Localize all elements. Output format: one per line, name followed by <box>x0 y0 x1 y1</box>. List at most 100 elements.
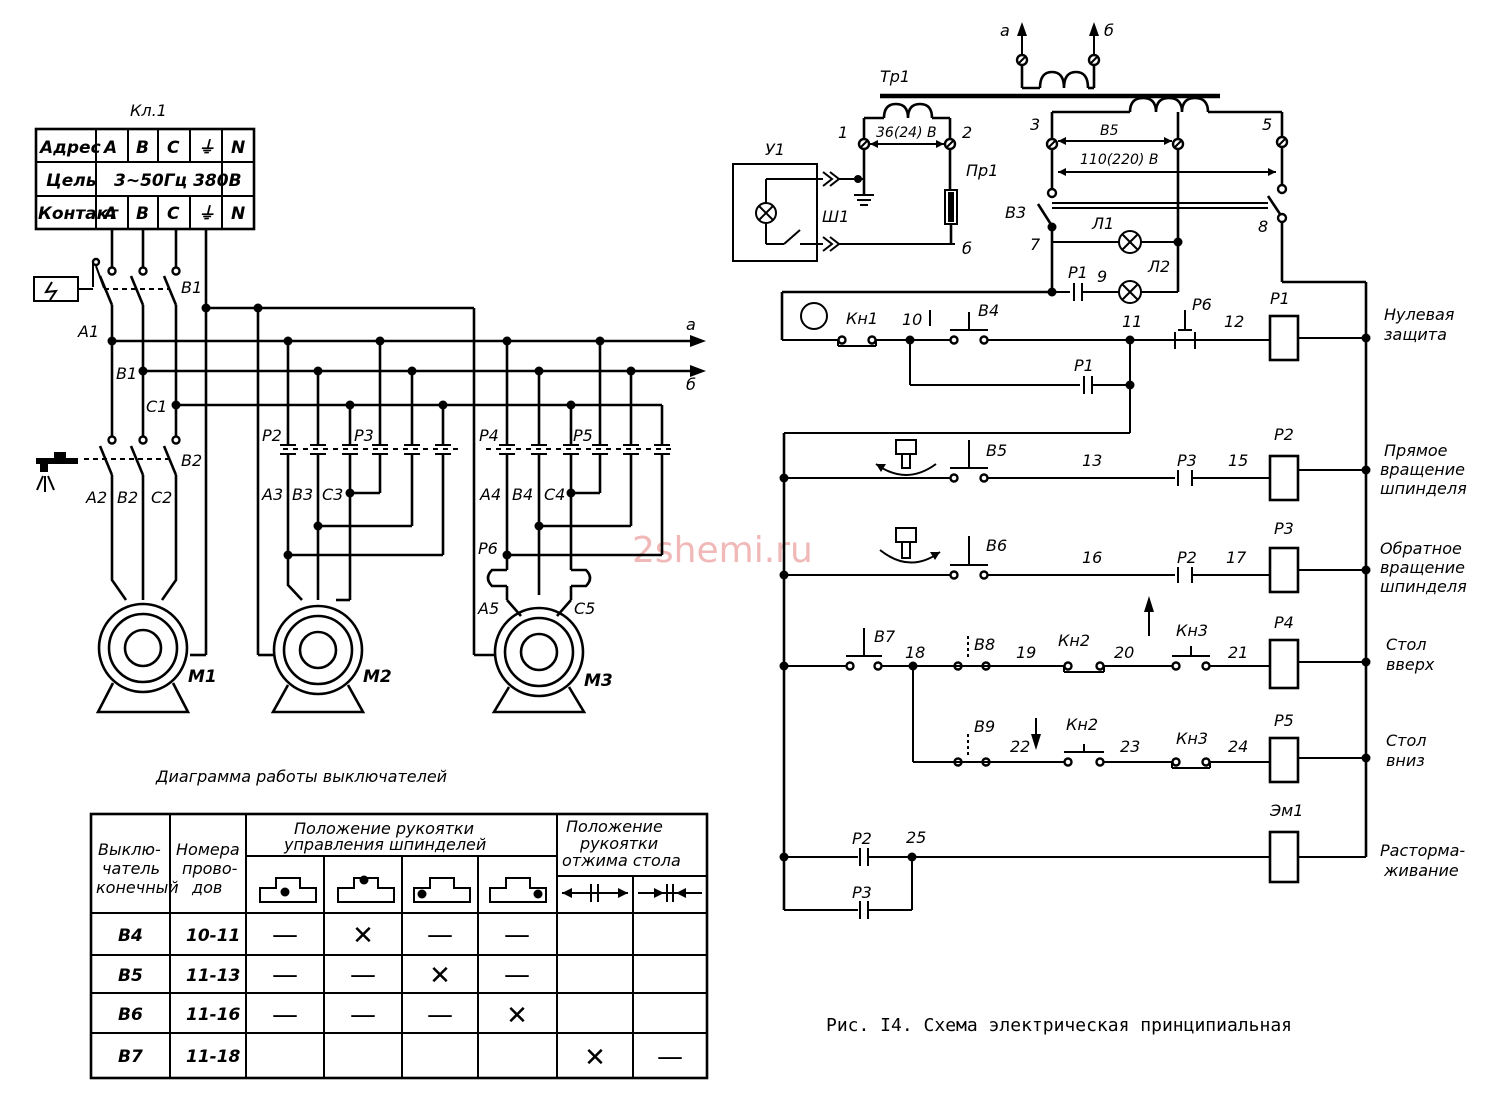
c3-label: С3 <box>322 485 343 504</box>
kn3-down-label: Кн3 <box>1176 729 1208 748</box>
b2-label: В2 <box>117 488 138 507</box>
mark-v5-1: — <box>272 960 298 990</box>
header-table-handle-2: рукоятки <box>579 834 658 853</box>
contact-ground: ⏚ <box>198 204 215 224</box>
node-10-label: 10 <box>902 310 922 329</box>
contact-c: C <box>167 204 180 224</box>
a4-label: А4 <box>479 485 501 504</box>
function-release-2: живание <box>1383 861 1459 880</box>
mark-v5-2: — <box>350 960 376 990</box>
a1-label: А1 <box>77 322 99 341</box>
p5-coil-label: Р5 <box>1274 711 1294 730</box>
node-23-label: 23 <box>1120 737 1140 756</box>
row-v4-switch: В4 <box>118 926 143 946</box>
function-forward-1: Прямое <box>1384 441 1448 460</box>
voltage-36-label: 36(24) В <box>876 125 937 141</box>
a2-label: А2 <box>85 488 107 507</box>
clamp-release-icon <box>562 884 628 902</box>
c5-label: С5 <box>574 599 595 618</box>
mark-v4-1: — <box>272 920 298 950</box>
phase-n: N <box>231 138 245 158</box>
header-wires-2: прово- <box>182 859 238 878</box>
l2-label: Л2 <box>1147 257 1170 276</box>
node-12-label: 12 <box>1224 312 1244 331</box>
function-release-1: Расторма- <box>1380 841 1465 860</box>
pr1-label: Пр1 <box>966 161 998 180</box>
node-17-label: 17 <box>1226 548 1247 567</box>
p1-coil-label: Р1 <box>1270 289 1290 308</box>
mark-v6-1: — <box>272 1000 298 1030</box>
bus-b-label: б <box>686 375 696 394</box>
handle-position-1-icon <box>259 877 317 903</box>
watermark: 2shemi.ru <box>632 530 813 571</box>
row-v7-switch: В7 <box>118 1047 143 1067</box>
p5-power-label: Р5 <box>573 426 593 445</box>
node-21-label: 21 <box>1228 643 1248 662</box>
function-forward-2: вращение <box>1380 460 1465 479</box>
v6-label: В6 <box>986 536 1007 555</box>
terminal-block: Кл.1 Адрес Цель Контакт A B C ⏚ N 3∼50Гц… <box>34 101 256 231</box>
p3-power-label: Р3 <box>354 426 374 445</box>
brake-em1-coil <box>1268 830 1300 884</box>
function-reverse-1: Обратное <box>1380 539 1462 558</box>
voltage-5-label: В5 <box>1100 123 1119 139</box>
row-v5-wires: 11-13 <box>186 966 240 986</box>
mark-v5-4: — <box>504 960 530 990</box>
function-zero-protection-1: Нулевая <box>1384 305 1455 324</box>
circuit-value: 3∼50Гц 380В <box>114 171 242 191</box>
node-22-label: 22 <box>1010 737 1030 756</box>
p3-interlock-label: Р3 <box>1177 451 1197 470</box>
p3-coil-label: Р3 <box>1274 519 1294 538</box>
row-v6-switch: В6 <box>118 1005 143 1025</box>
switch-diagram-title: Диаграмма работы выключателей <box>155 767 447 786</box>
c1-label: С1 <box>146 397 167 416</box>
node-15-label: 15 <box>1228 451 1248 470</box>
relay-p5-coil <box>1268 736 1300 784</box>
p2-brake-label: Р2 <box>852 829 872 848</box>
arrow-down-icon <box>1031 734 1041 750</box>
address-label: Адрес <box>38 138 101 158</box>
contact-label: Контакт <box>38 204 119 224</box>
row-v4-wires: 10-11 <box>186 926 240 946</box>
clamp-press-icon <box>638 884 702 902</box>
mark-v4-2: ✕ <box>352 921 374 951</box>
header-wires-3: дов <box>191 878 222 897</box>
transformer-b-label: б <box>1104 21 1114 40</box>
sh1-label: Ш1 <box>822 207 849 226</box>
p2-power-label: Р2 <box>262 426 282 445</box>
node-9-label: 9 <box>1097 267 1107 286</box>
switch-v2-label: В2 <box>181 451 202 470</box>
contactors-p2-p3: Р2 Р3 А3 В3 С3 <box>261 341 458 600</box>
node-24-label: 24 <box>1228 737 1248 756</box>
mark-v5-3: ✕ <box>429 961 451 991</box>
node-13-label: 13 <box>1082 451 1102 470</box>
node-8-label: 8 <box>1258 217 1268 236</box>
node-25-label: 25 <box>906 828 926 847</box>
p6-power-label: Р6 <box>478 539 498 558</box>
relay-p4-coil <box>1268 638 1300 690</box>
button-kn1-icon <box>800 302 828 330</box>
lamp-box-u1 <box>732 163 818 262</box>
function-forward-3: шпинделя <box>1380 479 1467 498</box>
m3-label: М3 <box>584 671 613 691</box>
function-zero-protection-2: защита <box>1384 325 1447 344</box>
header-switch-1: Выклю- <box>98 840 161 859</box>
header-spindle-handle-1: Положение рукоятки <box>294 819 474 838</box>
node-11-label: 11 <box>1122 312 1142 331</box>
bus-a-label: а <box>686 315 696 334</box>
spindle-forward-icon <box>875 439 937 476</box>
b3-label: В3 <box>292 485 313 504</box>
motor-m3: М3 <box>474 599 613 714</box>
coolant-tap-icon <box>36 452 78 492</box>
node-7-label: 7 <box>1030 235 1041 254</box>
v3-label: В3 <box>1005 203 1026 222</box>
u1-label: У1 <box>765 140 785 159</box>
p4-coil-label: Р4 <box>1274 613 1294 632</box>
relay-p1-coil <box>1268 314 1300 362</box>
kn2-label: Кн2 <box>1058 631 1090 650</box>
phase-b: B <box>136 138 149 158</box>
em1-label: Эм1 <box>1269 801 1303 820</box>
p1-hold-label: Р1 <box>1074 356 1094 375</box>
kn3-label: Кн3 <box>1176 621 1208 640</box>
